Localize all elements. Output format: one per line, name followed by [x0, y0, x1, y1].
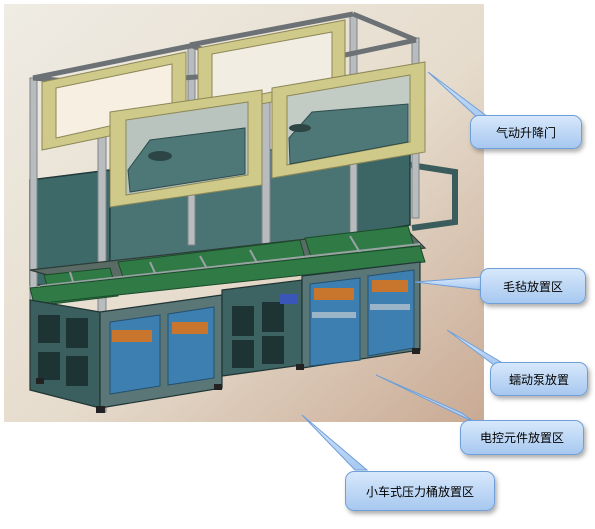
cabinet-feet — [36, 348, 420, 413]
callout-felt-area-label: 毛毡放置区 — [502, 279, 563, 294]
callout-electrical-area: 电控元件放置区 — [460, 420, 584, 455]
callout-pointers — [301, 71, 508, 471]
callout-lift-door-label: 气动升降门 — [495, 125, 556, 140]
left-lower-cabinet — [29, 299, 101, 409]
callout-lift-door: 气动升降门 — [470, 115, 582, 149]
pointer-electrical-area — [375, 374, 475, 423]
front-belt-rail — [29, 245, 426, 305]
side-handle — [409, 162, 458, 231]
middle-cabinet — [221, 279, 303, 377]
callout-cart-area-label: 小车式压力桶放置区 — [365, 484, 474, 499]
lift-door-front-right — [271, 61, 426, 179]
callout-pump-area-label: 蠕动泵放置 — [508, 372, 569, 387]
callout-cart-area: 小车式压力桶放置区 — [345, 471, 495, 511]
lift-door-front-left — [109, 89, 263, 208]
callout-electrical-area-label: 电控元件放置区 — [479, 431, 564, 445]
right-cabinet — [301, 261, 421, 369]
callout-pump-area: 蠕动泵放置 — [490, 362, 588, 396]
front-left-cabinet — [99, 294, 223, 409]
belt-right — [304, 225, 415, 261]
pointer-cart-area — [301, 414, 369, 471]
callout-felt-area: 毛毡放置区 — [480, 268, 586, 304]
